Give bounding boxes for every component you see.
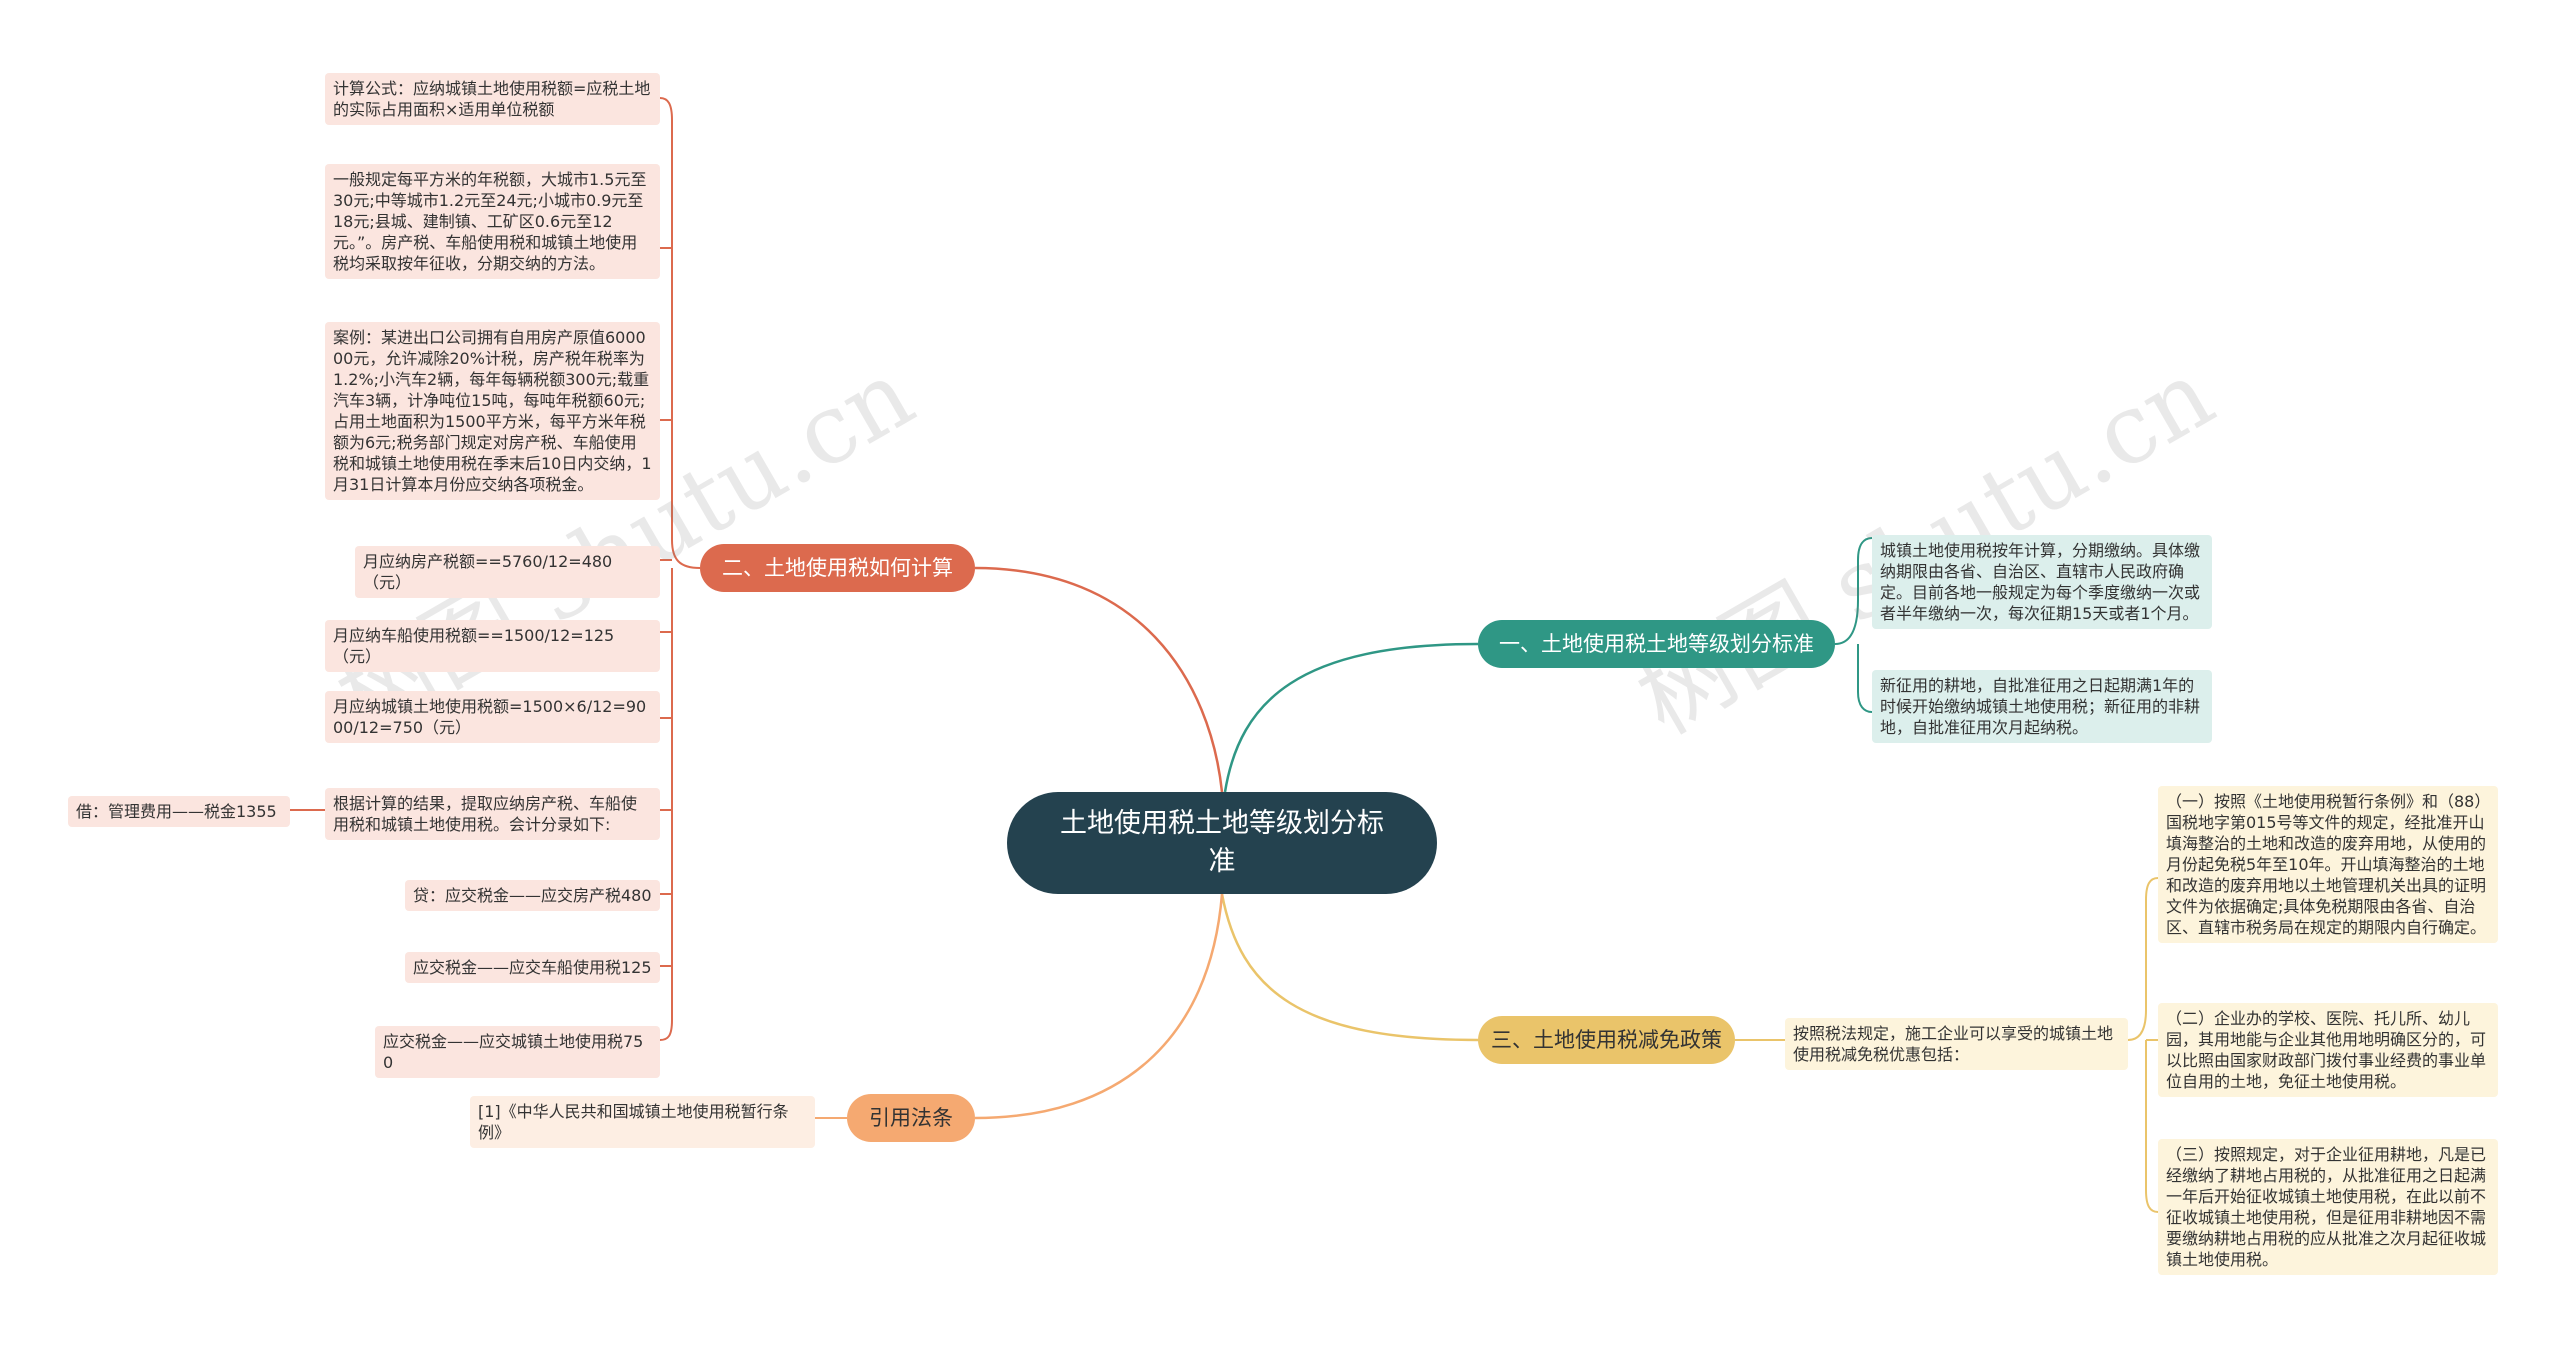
leaf-exemption-1[interactable]: （一）按照《土地使用税暂行条例》和（88）国税地字第015号等文件的规定，经批准…	[2158, 786, 2498, 943]
branch-cited-law[interactable]: 引用法条	[847, 1094, 975, 1142]
branch-exemption-policy[interactable]: 三、土地使用税减免政策	[1478, 1016, 1735, 1064]
branch-calculation[interactable]: 二、土地使用税如何计算	[700, 544, 975, 592]
link-b2-leaves	[659, 97, 701, 1041]
leaf-payment-period[interactable]: 城镇土地使用税按年计算，分期缴纳。具体缴纳期限由各省、自治区、直辖市人民政府确定…	[1872, 535, 2212, 629]
leaf-land-payable[interactable]: 应交税金——应交城镇土地使用税750	[375, 1026, 660, 1078]
leaf-formula[interactable]: 计算公式：应纳城镇土地使用税额=应税土地的实际占用面积×适用单位税额	[325, 73, 660, 125]
leaf-credit-property[interactable]: 贷：应交税金——应交房产税480	[405, 880, 660, 911]
leaf-exemption-3[interactable]: （三）按照规定，对于企业征用耕地，凡是已经缴纳了耕地占用税的，从批准征用之日起满…	[2158, 1139, 2498, 1275]
leaf-vehicle-tax[interactable]: 月应纳车船使用税额==1500/12=125（元）	[325, 620, 660, 672]
leaf-exemption-2[interactable]: （二）企业办的学校、医院、托儿所、幼儿园，其用地能与企业其他用地明确区分的，可以…	[2158, 1003, 2498, 1097]
link-b1-leaves	[1834, 537, 1873, 713]
link-center-b1	[1223, 642, 1479, 793]
leaf-property-tax[interactable]: 月应纳房产税额==5760/12=480（元）	[355, 546, 660, 598]
leaf-new-land[interactable]: 新征用的耕地，自批准征用之日起期满1年的时候开始缴纳城镇土地使用税；新征用的非耕…	[1872, 670, 2212, 743]
leaf-rate-rule[interactable]: 一般规定每平方米的年税额，大城市1.5元至30元;中等城市1.2元至24元;小城…	[325, 164, 660, 279]
link-center-b3	[1220, 893, 1479, 1042]
branch-grade-standard[interactable]: 一、土地使用税土地等级划分标准	[1478, 620, 1835, 668]
leaf-law-ref[interactable]: [1]《中华人民共和国城镇土地使用税暂行条例》	[470, 1096, 815, 1148]
link-center-b4	[974, 893, 1224, 1120]
link-b3-sub	[2127, 877, 2159, 1213]
leaf-exemption-intro[interactable]: 按照税法规定，施工企业可以享受的城镇土地使用税减免税优惠包括：	[1785, 1018, 2128, 1070]
link-center-b2	[974, 566, 1224, 793]
leaf-case[interactable]: 案例：某进出口公司拥有自用房产原值600000元，允许减除20%计税，房产税年税…	[325, 322, 660, 500]
leaf-vehicle-payable[interactable]: 应交税金——应交车船使用税125	[405, 952, 660, 983]
center-topic[interactable]: 土地使用税土地等级划分标准	[1007, 792, 1437, 894]
leaf-land-tax[interactable]: 月应纳城镇土地使用税额=1500×6/12=9000/12=750（元）	[325, 691, 660, 743]
leaf-entries[interactable]: 根据计算的结果，提取应纳房产税、车船使用税和城镇土地使用税。会计分录如下:	[325, 788, 660, 840]
leaf-debit[interactable]: 借：管理费用——税金1355	[68, 796, 290, 827]
center-topic-label: 土地使用税土地等级划分标准	[1060, 808, 1384, 877]
